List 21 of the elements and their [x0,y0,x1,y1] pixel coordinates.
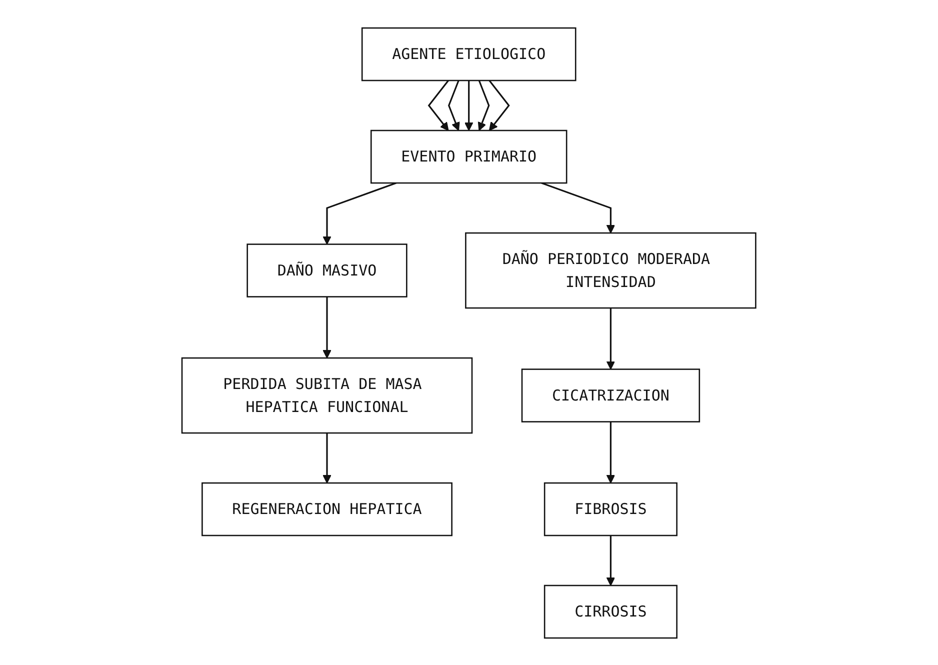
arrow [488,80,510,130]
node-box: DAÑO PERIODICO MODERADA INTENSIDAD [465,232,756,308]
node-box: FIBROSIS [544,482,678,536]
node-box: DAÑO MASIVO [246,243,408,297]
node-box: AGENTE ETIOLOGICO [362,26,576,81]
arrow [464,80,474,130]
arrow [448,80,460,130]
node-box: PERDIDA SUBITA DE MASA HEPATICA FUNCIONAL [181,356,473,434]
arrow [606,421,616,483]
node-box: CIRROSIS [544,584,678,638]
arrow [322,432,332,483]
node-box: REGENERACION HEPATICA [202,482,453,536]
node-box: EVENTO PRIMARIO [370,129,568,184]
arrow [478,80,490,130]
arrow [606,535,616,586]
arrow [428,80,450,130]
arrow [606,308,616,370]
arrow [541,182,616,233]
arrow [322,182,397,244]
arrow [322,296,332,358]
node-box: CICATRIZACION [522,368,700,422]
